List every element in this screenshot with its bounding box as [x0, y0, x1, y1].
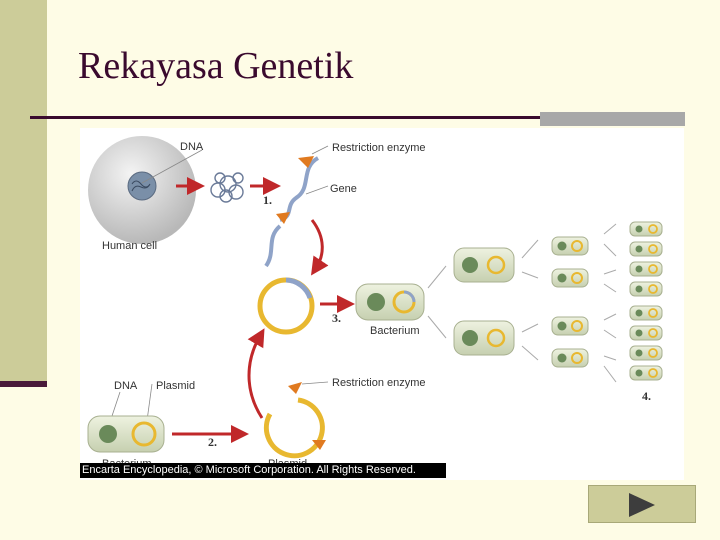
label-dna-small: DNA — [114, 380, 138, 392]
title-underline-accent — [540, 112, 685, 126]
bacterium-gen2-top — [452, 246, 516, 284]
dna-label-leader — [141, 149, 203, 184]
title-underline — [30, 116, 540, 119]
label-bacterium: Bacterium — [370, 325, 420, 337]
label-human-cell: Human cell — [102, 240, 157, 252]
bacterium-gen4-2 — [629, 241, 663, 257]
recombinant-plasmid-gene — [285, 277, 313, 299]
gene-strand-lower — [264, 224, 282, 268]
bacterium-gen4-6 — [629, 325, 663, 341]
restriction-enzyme-marker-cut-2 — [312, 440, 326, 450]
label-gene: Gene — [330, 183, 357, 195]
bacterium-gen3-2 — [551, 268, 589, 288]
restriction-enzyme-marker-mid — [276, 212, 290, 224]
bacterium-recombinant — [355, 283, 425, 321]
label-step-4: 4. — [642, 389, 651, 403]
bacterium-gen2-bottom — [452, 319, 516, 357]
label-dna: DNA — [180, 141, 204, 153]
donor-bacterium — [87, 415, 165, 453]
sidebar-accent — [0, 0, 47, 384]
bacterium-gen3-3 — [551, 316, 589, 336]
bacterium-gen4-5 — [629, 305, 663, 321]
bacterium-gen4-3 — [629, 261, 663, 277]
bacterium-gen4-8 — [629, 365, 663, 381]
slide-title: Rekayasa Genetik — [78, 45, 354, 87]
label-step-2: 2. — [208, 435, 217, 449]
sidebar-accent-line — [0, 381, 47, 387]
branch-lines — [427, 223, 617, 383]
gene-strand — [279, 156, 320, 222]
label-step-1: 1. — [263, 193, 272, 207]
bacterium-gen3-1 — [551, 236, 589, 256]
dna-tangle-illustration — [210, 172, 244, 203]
genetic-engineering-diagram: DNA Human cell Restriction enzyme Gene 1… — [80, 128, 684, 480]
restriction-enzyme-marker-cut — [288, 382, 302, 394]
arrow-gene-to-plasmid — [310, 219, 329, 276]
bacterium-gen4-4 — [629, 281, 663, 297]
label-restriction-enzyme-top: Restriction enzyme — [332, 142, 426, 154]
enzyme-bottom-label-leader — [301, 381, 329, 385]
label-restriction-enzyme-bottom: Restriction enzyme — [332, 377, 426, 389]
cut-plasmid — [263, 397, 325, 459]
diagram-canvas: DNA Human cell Restriction enzyme Gene 1… — [87, 136, 663, 470]
label-plasmid: Plasmid — [156, 380, 195, 392]
restriction-enzyme-marker-top — [298, 156, 314, 168]
label-step-3: 3. — [332, 311, 341, 325]
enzyme-label-leader — [311, 145, 329, 155]
bacterium-gen3-4 — [551, 348, 589, 368]
next-slide-button[interactable] — [588, 485, 696, 523]
play-triangle-icon — [629, 493, 655, 517]
bacterium-gen4-1 — [629, 221, 663, 237]
bacterium-gen4-7 — [629, 345, 663, 361]
arrow-cut-plasmid-up — [247, 328, 265, 419]
copyright-banner: Encarta Encyclopedia, © Microsoft Corpor… — [80, 463, 446, 478]
gene-label-leader — [305, 185, 329, 195]
